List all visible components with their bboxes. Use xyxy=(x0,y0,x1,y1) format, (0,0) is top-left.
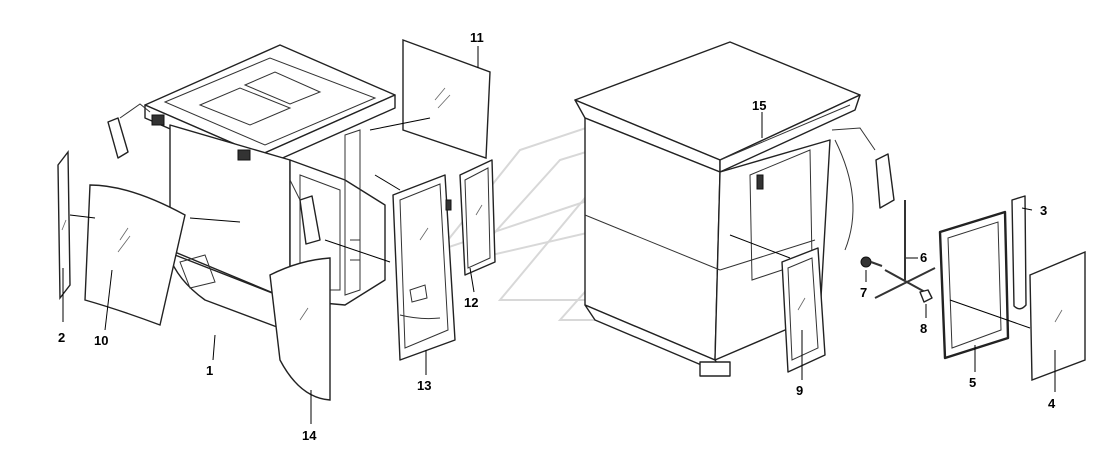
part-13-door xyxy=(392,174,456,361)
part-9-side-glass xyxy=(781,247,826,373)
part-5-window-frame xyxy=(938,210,1010,360)
callout-9: 9 xyxy=(796,383,803,398)
callout-7: 7 xyxy=(860,285,867,300)
right-cab-frame xyxy=(574,41,895,377)
callout-labels: 1 2 3 4 5 6 7 8 9 10 11 12 13 14 15 xyxy=(58,30,1056,443)
part-14-corner-glass xyxy=(269,257,331,401)
callout-5: 5 xyxy=(969,375,976,390)
callout-12: 12 xyxy=(464,295,478,310)
left-cab-frame xyxy=(107,44,396,331)
callout-11: 11 xyxy=(470,30,484,45)
part-8-nut xyxy=(919,289,933,303)
callout-4: 4 xyxy=(1048,396,1056,411)
callout-6: 6 xyxy=(920,250,927,265)
callout-3: 3 xyxy=(1040,203,1047,218)
leader-lines xyxy=(62,46,1056,424)
part-12-door-glass xyxy=(445,159,496,276)
part-6-wiper xyxy=(874,200,936,299)
part-7-bolt xyxy=(860,256,883,268)
callout-14: 14 xyxy=(302,428,317,443)
callout-2: 2 xyxy=(58,330,65,345)
part-4-glass xyxy=(1029,250,1086,382)
callout-10: 10 xyxy=(94,333,108,348)
callout-1: 1 xyxy=(206,363,213,378)
part-2-side-strip xyxy=(57,149,71,301)
callout-13: 13 xyxy=(417,378,431,393)
callout-15: 15 xyxy=(752,98,766,113)
callout-8: 8 xyxy=(920,321,927,336)
part-11-roof-glass xyxy=(402,38,491,159)
part-3-seal-strip xyxy=(1011,195,1027,310)
